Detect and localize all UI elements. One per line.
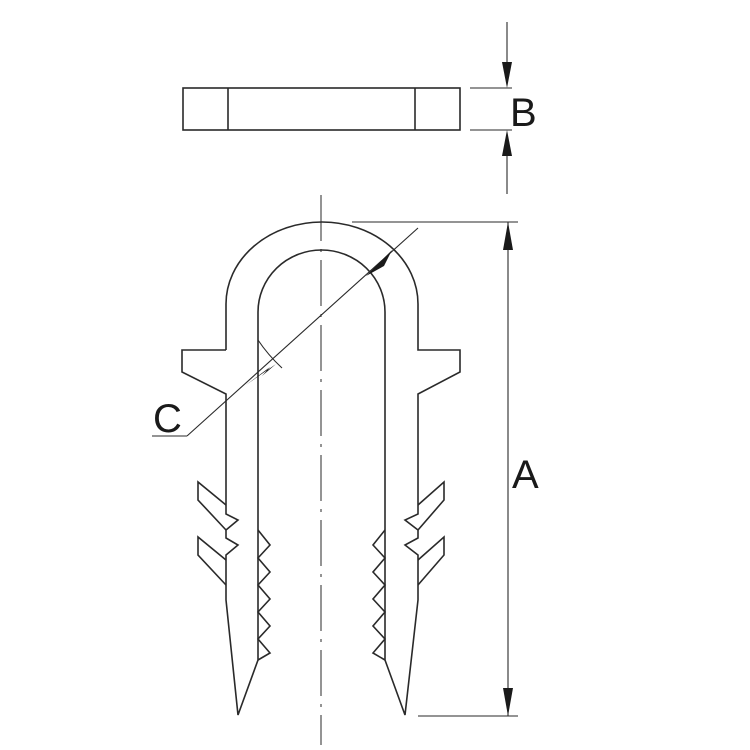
right-barb-upper	[417, 480, 445, 531]
dimension-c: C	[152, 227, 419, 441]
dimension-a: A	[352, 221, 539, 717]
a-arrow-bottom	[503, 688, 513, 716]
top-view-strap	[182, 87, 461, 131]
dimension-a-label: A	[512, 453, 539, 497]
a-arrow-top	[503, 222, 513, 250]
right-leg-serrations	[371, 529, 387, 661]
right-barb-lower	[417, 535, 445, 586]
b-arrow-bottom	[502, 130, 512, 156]
dimension-b: B	[470, 22, 537, 194]
b-arrow-top	[502, 62, 512, 88]
left-leg-serrations	[256, 529, 272, 661]
c-arrow-upper	[366, 250, 392, 276]
left-barb-upper	[197, 480, 227, 531]
dimension-b-label: B	[510, 91, 537, 135]
front-view-clip	[181, 221, 461, 716]
c-arrow-lower	[246, 364, 276, 385]
inner-radius-mark	[257, 339, 283, 369]
dimension-c-label: C	[153, 397, 182, 441]
left-barb-lower	[197, 535, 227, 586]
clip-outer-contour	[181, 221, 461, 716]
